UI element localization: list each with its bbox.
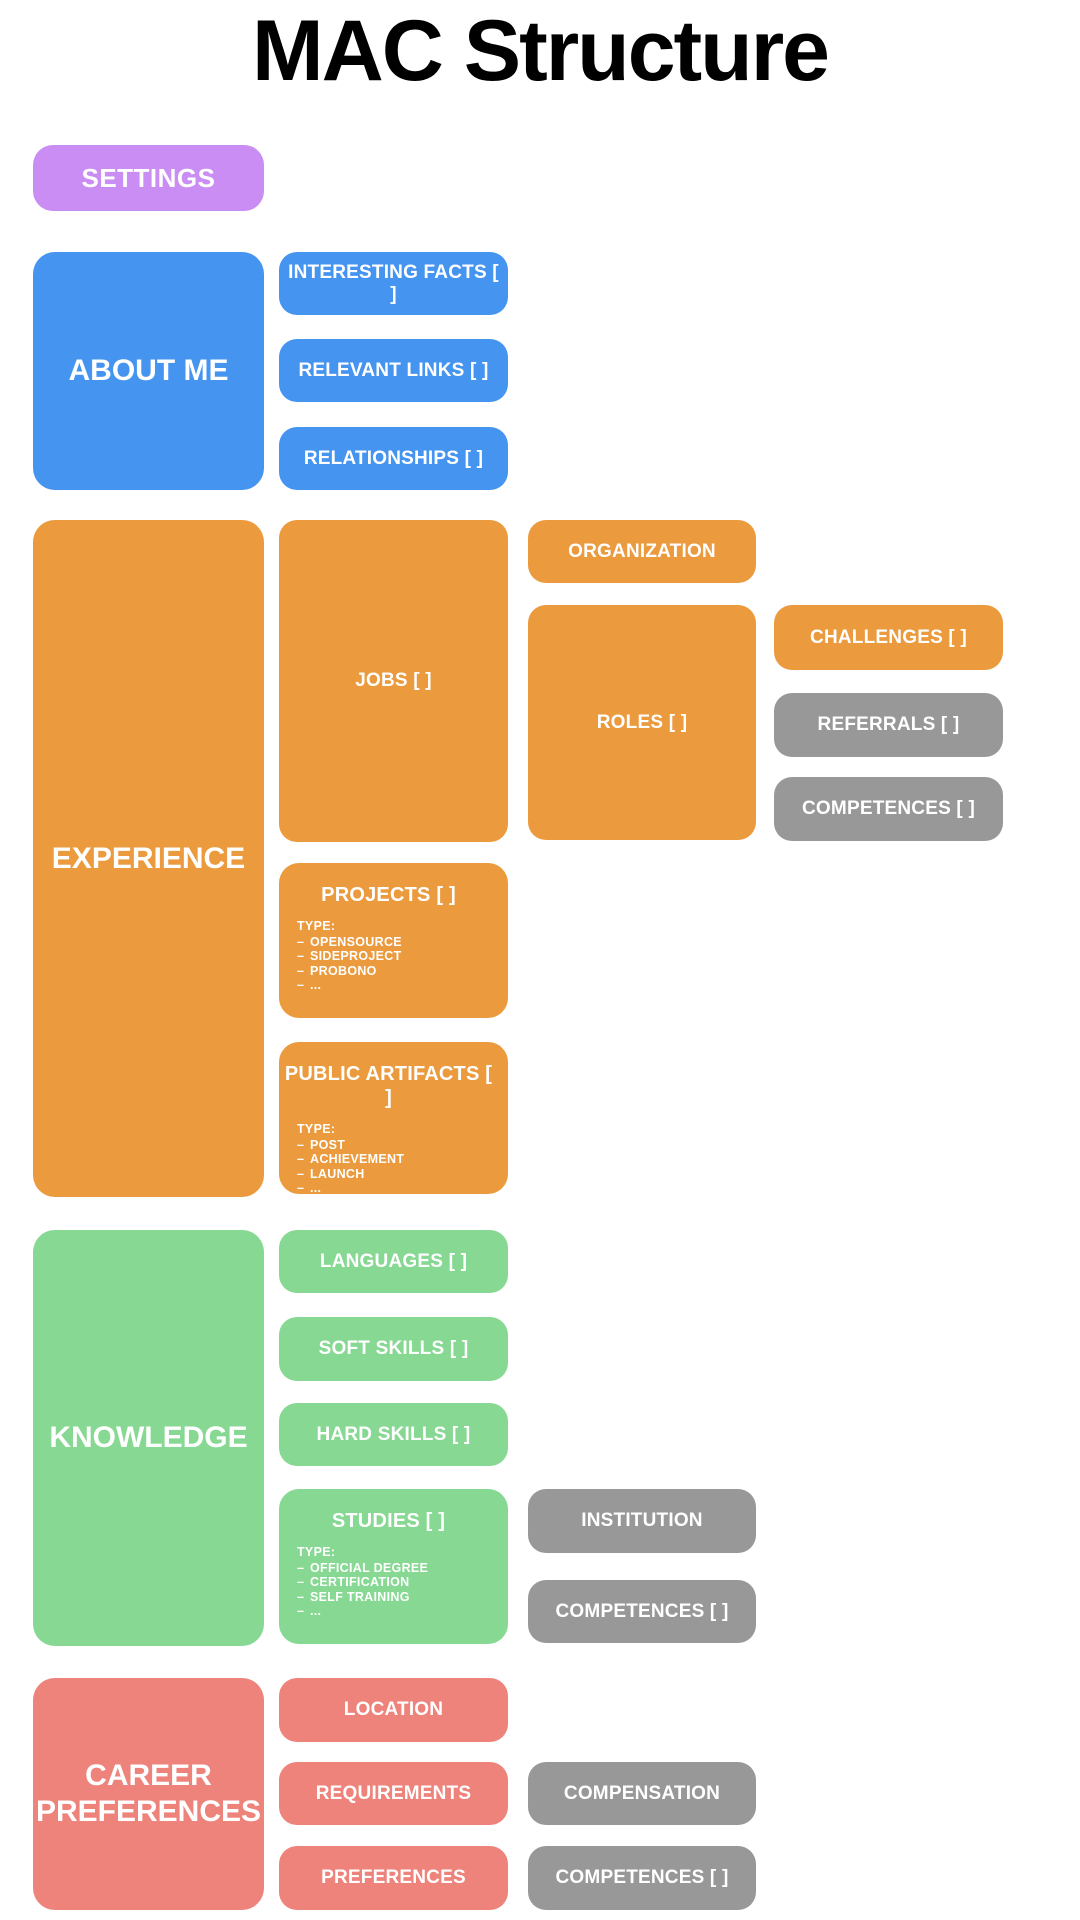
studies-type-item: CERTIFICATION	[297, 1575, 498, 1590]
institution-box: INSTITUTION	[528, 1489, 756, 1553]
studies-type-list: TYPE: OFFICIAL DEGREE CERTIFICATION SELF…	[279, 1545, 498, 1619]
hard-skills-label: HARD SKILLS [ ]	[316, 1423, 471, 1445]
knowledge-box: KNOWLEDGE	[33, 1230, 264, 1646]
public-artifacts-list-title: TYPE:	[297, 1122, 336, 1136]
interesting-facts-box: INTERESTING FACTS [ ]	[279, 252, 508, 315]
public-artifacts-type-item: ...	[297, 1181, 498, 1196]
challenges-box: CHALLENGES [ ]	[774, 605, 1003, 670]
challenges-label: CHALLENGES [ ]	[810, 626, 967, 648]
experience-box: EXPERIENCE	[33, 520, 264, 1197]
projects-type-item: ...	[297, 978, 498, 993]
public-artifacts-title: PUBLIC ARTIFACTS [ ]	[284, 1063, 493, 1109]
public-artifacts-type-item: POST	[297, 1138, 498, 1153]
about-me-box: ABOUT ME	[33, 252, 264, 490]
roles-label: ROLES [ ]	[596, 711, 688, 733]
public-artifacts-type-item: ACHIEVEMENT	[297, 1152, 498, 1167]
organization-label: ORGANIZATION	[568, 540, 716, 562]
organization-box: ORGANIZATION	[528, 520, 756, 583]
studies-box: STUDIES [ ] TYPE: OFFICIAL DEGREE CERTIF…	[279, 1489, 508, 1644]
compensation-box: COMPENSATION	[528, 1762, 756, 1825]
relevant-links-box: RELEVANT LINKS [ ]	[279, 339, 508, 402]
referrals-label: REFERRALS [ ]	[817, 714, 960, 735]
roles-competences-label: COMPETENCES [ ]	[802, 798, 975, 819]
experience-label: EXPERIENCE	[51, 841, 246, 875]
projects-list-title: TYPE:	[297, 919, 336, 933]
studies-type-item: ...	[297, 1604, 498, 1619]
studies-title: STUDIES [ ]	[331, 1510, 446, 1532]
studies-competences-label: COMPETENCES [ ]	[555, 1600, 729, 1622]
projects-type-list: TYPE: OPENSOURCE SIDEPROJECT PROBONO ...	[279, 919, 498, 993]
institution-label: INSTITUTION	[581, 1510, 703, 1531]
projects-title: PROJECTS [ ]	[321, 884, 456, 906]
location-box: LOCATION	[279, 1678, 508, 1742]
public-artifacts-type-item: LAUNCH	[297, 1167, 498, 1182]
jobs-box: JOBS [ ]	[279, 520, 508, 842]
preferences-competences-box: COMPETENCES [ ]	[528, 1846, 756, 1910]
projects-type-item: SIDEPROJECT	[297, 949, 498, 964]
soft-skills-box: SOFT SKILLS [ ]	[279, 1317, 508, 1381]
location-label: LOCATION	[343, 1699, 444, 1720]
soft-skills-label: SOFT SKILLS [ ]	[318, 1338, 469, 1359]
public-artifacts-box: PUBLIC ARTIFACTS [ ] TYPE: POST ACHIEVEM…	[279, 1042, 508, 1196]
compensation-label: COMPENSATION	[563, 1782, 721, 1804]
diagram-title: MAC Structure	[251, 3, 830, 99]
projects-type-item: OPENSOURCE	[297, 935, 498, 950]
studies-list-title: TYPE:	[297, 1545, 336, 1559]
studies-competences-box: COMPETENCES [ ]	[528, 1580, 756, 1643]
requirements-box: REQUIREMENTS	[279, 1762, 508, 1825]
interesting-facts-label: INTERESTING FACTS [ ]	[288, 261, 499, 305]
career-preferences-box: CAREER PREFERENCES	[33, 1678, 264, 1910]
languages-label: LANGUAGES [ ]	[319, 1250, 468, 1272]
jobs-label: JOBS [ ]	[355, 670, 432, 691]
relevant-links-label: RELEVANT LINKS [ ]	[298, 359, 489, 381]
public-artifacts-type-list: TYPE: POST ACHIEVEMENT LAUNCH ...	[279, 1122, 498, 1196]
projects-box: PROJECTS [ ] TYPE: OPENSOURCE SIDEPROJEC…	[279, 863, 508, 1018]
preferences-box: PREFERENCES	[279, 1846, 508, 1910]
about-me-label: ABOUT ME	[68, 354, 229, 387]
roles-competences-box: COMPETENCES [ ]	[774, 777, 1003, 841]
projects-type-item: PROBONO	[297, 964, 498, 979]
studies-type-item: OFFICIAL DEGREE	[297, 1561, 498, 1576]
settings-box: SETTINGS	[33, 145, 264, 211]
roles-box: ROLES [ ]	[528, 605, 756, 840]
preferences-competences-label: COMPETENCES [ ]	[555, 1867, 729, 1888]
requirements-label: REQUIREMENTS	[315, 1782, 472, 1804]
settings-label: SETTINGS	[81, 162, 216, 193]
knowledge-label: KNOWLEDGE	[49, 1421, 248, 1454]
languages-box: LANGUAGES [ ]	[279, 1230, 508, 1293]
hard-skills-box: HARD SKILLS [ ]	[279, 1403, 508, 1466]
studies-type-item: SELF TRAINING	[297, 1590, 498, 1605]
relationships-box: RELATIONSHIPS [ ]	[279, 427, 508, 490]
career-preferences-label: CAREER PREFERENCES	[35, 1759, 262, 1828]
relationships-label: RELATIONSHIPS [ ]	[303, 447, 484, 469]
referrals-box: REFERRALS [ ]	[774, 693, 1003, 757]
preferences-label: PREFERENCES	[321, 1867, 466, 1888]
